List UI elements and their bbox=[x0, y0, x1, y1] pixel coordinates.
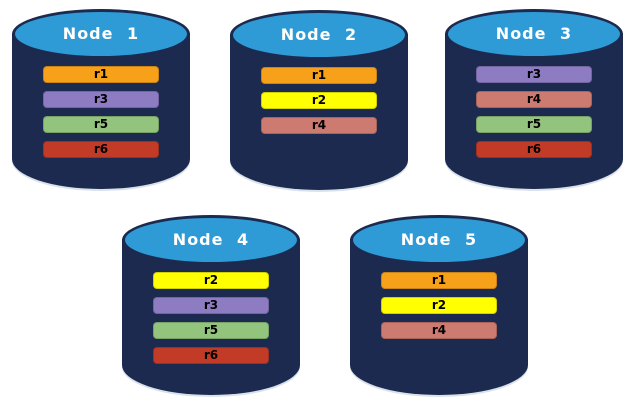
node-5-cylinder-body bbox=[350, 239, 528, 395]
replica-bar-r6: r6 bbox=[43, 141, 159, 158]
node-1-cylinder: Node 1 r1 r3 r5 r6 bbox=[12, 9, 190, 189]
node-2-cylinder-body bbox=[230, 34, 408, 190]
node-3-cylinder: Node 3 r3 r4 r5 r6 bbox=[445, 9, 623, 189]
node-3-cylinder-top: Node 3 bbox=[445, 9, 623, 59]
node-2-cylinder: Node 2 r1 r2 r4 bbox=[230, 10, 408, 190]
replica-bar-r2: r2 bbox=[153, 272, 269, 289]
node-4-title: Node 4 bbox=[172, 229, 250, 249]
replica-bar-r1: r1 bbox=[261, 67, 377, 84]
node-5-cylinder: Node 5 r1 r2 r4 bbox=[350, 215, 528, 395]
node-5-title: Node 5 bbox=[400, 229, 478, 249]
replica-bar-r3: r3 bbox=[153, 297, 269, 314]
node-4-replica-list: r2 r3 r5 r6 bbox=[122, 272, 300, 364]
node-3-title: Node 3 bbox=[495, 23, 573, 43]
node-1-title: Node 1 bbox=[62, 23, 140, 43]
replica-bar-r2: r2 bbox=[261, 92, 377, 109]
node-4-cylinder-body bbox=[122, 239, 300, 395]
replica-bar-r5: r5 bbox=[153, 322, 269, 339]
replica-bar-r4: r4 bbox=[476, 91, 592, 108]
replica-bar-r5: r5 bbox=[43, 116, 159, 133]
node-2-replica-list: r1 r2 r4 bbox=[230, 67, 408, 134]
replica-bar-r6: r6 bbox=[476, 141, 592, 158]
replica-bar-r6: r6 bbox=[153, 347, 269, 364]
node-1-replica-list: r1 r3 r5 r6 bbox=[12, 66, 190, 158]
replica-bar-r4: r4 bbox=[261, 117, 377, 134]
node-4-cylinder-top: Node 4 bbox=[122, 215, 300, 265]
node-5-replica-list: r1 r2 r4 bbox=[350, 272, 528, 339]
replica-bar-r3: r3 bbox=[476, 66, 592, 83]
node-3-cylinder-body bbox=[445, 33, 623, 189]
replica-bar-r1: r1 bbox=[381, 272, 497, 289]
node-1-cylinder-body bbox=[12, 33, 190, 189]
node-1-cylinder-top: Node 1 bbox=[12, 9, 190, 59]
node-2-cylinder-top: Node 2 bbox=[230, 10, 408, 60]
node-3-replica-list: r3 r4 r5 r6 bbox=[445, 66, 623, 158]
replica-bar-r3: r3 bbox=[43, 91, 159, 108]
replica-bar-r4: r4 bbox=[381, 322, 497, 339]
node-2-title: Node 2 bbox=[280, 24, 358, 44]
replica-bar-r5: r5 bbox=[476, 116, 592, 133]
replica-bar-r2: r2 bbox=[381, 297, 497, 314]
node-5-cylinder-top: Node 5 bbox=[350, 215, 528, 265]
node-4-cylinder: Node 4 r2 r3 r5 r6 bbox=[122, 215, 300, 395]
replica-bar-r1: r1 bbox=[43, 66, 159, 83]
